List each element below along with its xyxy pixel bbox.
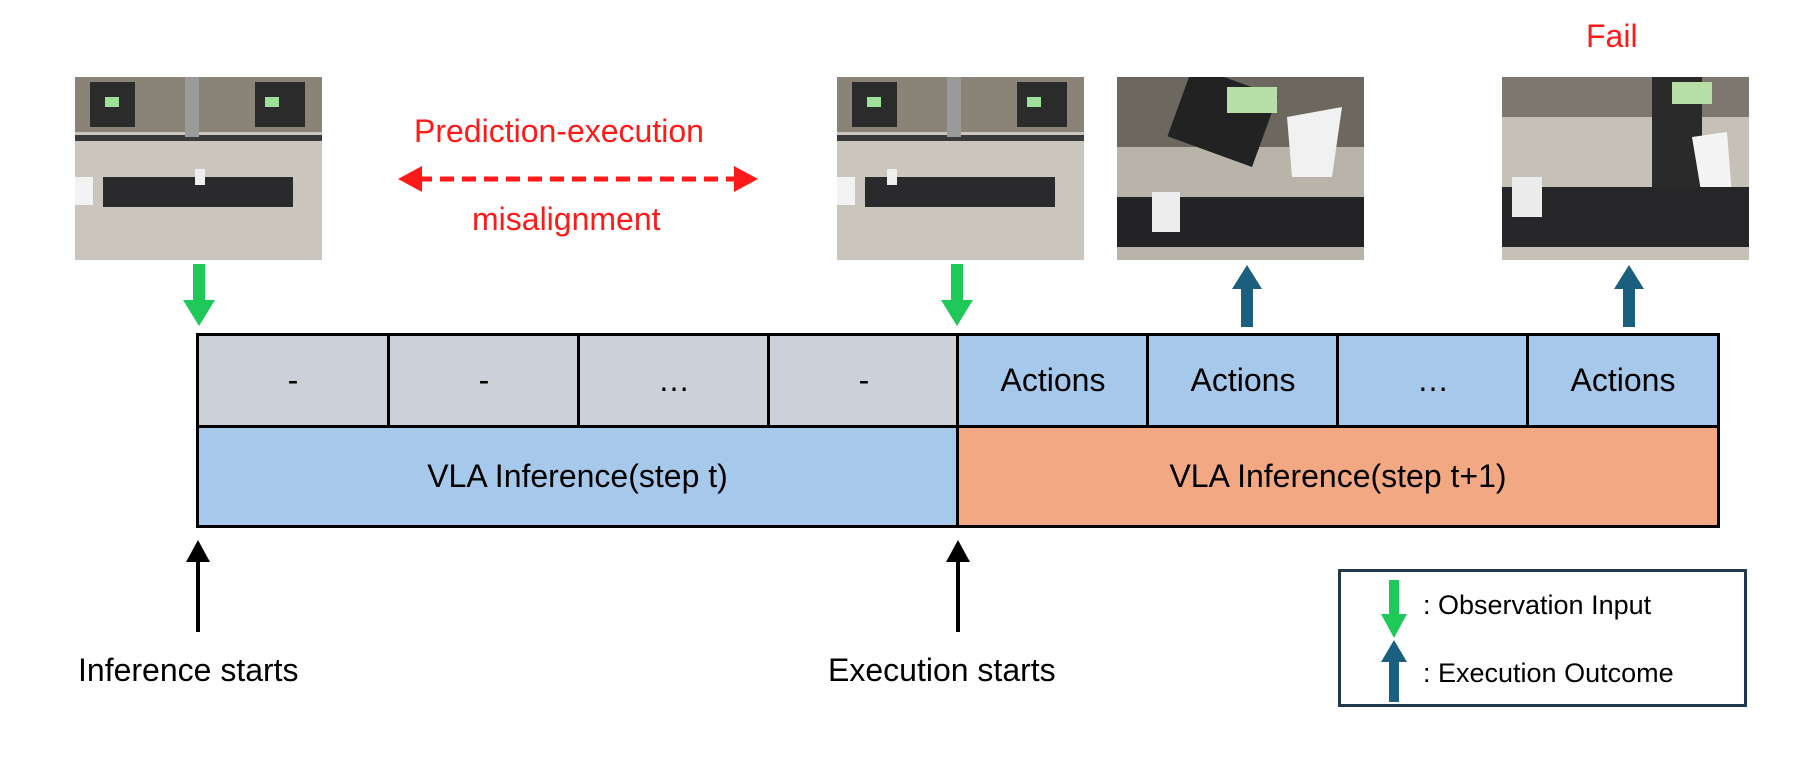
- timeline-cell: …: [1336, 333, 1530, 428]
- inference-bar-step-t: VLA Inference(step t): [196, 425, 959, 528]
- timeline-cell: …: [577, 333, 771, 428]
- legend-observation-label: : Observation Input: [1423, 590, 1652, 620]
- legend-execution-label: : Execution Outcome: [1423, 658, 1674, 688]
- fail-label: Fail: [1586, 18, 1638, 54]
- scene-photo-2: [837, 77, 1084, 260]
- execution-start-arrow-icon: [946, 540, 970, 632]
- scene-photo-4: [1502, 77, 1749, 260]
- observation-arrow-icon: [183, 264, 215, 326]
- timeline-cell: Actions: [956, 333, 1150, 428]
- execution-starts-label: Execution starts: [828, 652, 1056, 688]
- observation-arrow-icon: [1381, 580, 1407, 638]
- inference-bar-step-t1: VLA Inference(step t+1): [956, 425, 1720, 528]
- observation-arrow-icon: [941, 264, 973, 326]
- scene-photo-1: [75, 77, 322, 260]
- timeline-cell: -: [387, 333, 581, 428]
- legend: : Observation Input : Execution Outcome: [1338, 569, 1747, 707]
- timeline-cell: Actions: [1526, 333, 1720, 428]
- inference-starts-label: Inference starts: [78, 652, 299, 688]
- misalignment-label-line2: misalignment: [472, 201, 661, 237]
- double-arrow-icon: [398, 166, 758, 192]
- execution-arrow-icon: [1381, 640, 1407, 702]
- misalignment-label-line1: Prediction-execution: [414, 113, 704, 149]
- inference-start-arrow-icon: [186, 540, 210, 632]
- execution-arrow-icon: [1232, 265, 1262, 327]
- execution-arrow-icon: [1614, 265, 1644, 327]
- scene-photo-3: [1117, 77, 1364, 260]
- timeline-cell: -: [196, 333, 390, 428]
- timeline-cell: -: [767, 333, 961, 428]
- timeline-cell: Actions: [1146, 333, 1340, 428]
